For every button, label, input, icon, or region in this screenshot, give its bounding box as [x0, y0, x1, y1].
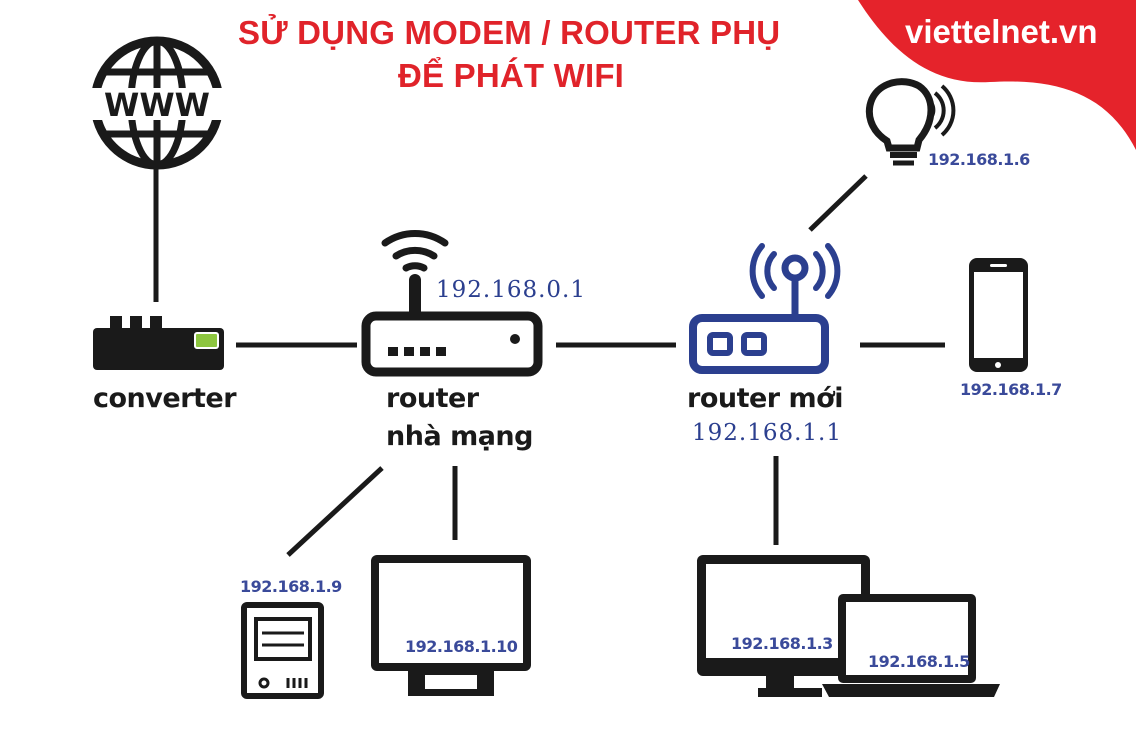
laptop-icon [822, 594, 1000, 697]
wireless-router-icon [689, 243, 841, 374]
pc-tower-ip: 192.168.1.9 [240, 577, 342, 596]
wifi-router-icon [361, 230, 543, 377]
connections [153, 168, 945, 557]
phone-ip: 192.168.1.7 [960, 380, 1062, 399]
pc-tower-icon [241, 602, 324, 699]
smart-bulb-icon [865, 78, 956, 166]
monitor-ip: 192.168.1.10 [405, 637, 518, 656]
diagram-title-line-1: SỬ DỤNG MODEM / ROUTER PHỤ [238, 14, 781, 51]
brand-name: viettelnet.vn [905, 13, 1098, 50]
converter-label: converter [93, 383, 237, 414]
isp-router-ip: 192.168.0.1 [436, 277, 586, 303]
converter-icon [93, 316, 224, 370]
diagram-title-line-2: ĐỂ PHÁT WIFI [398, 57, 625, 94]
bulb-ip: 192.168.1.6 [928, 150, 1030, 169]
brand-banner [858, 0, 1136, 150]
desktop-monitor-icon [697, 555, 870, 697]
monitor-icon [371, 555, 531, 696]
svg-text:WWW: WWW [104, 86, 210, 124]
laptop-ip: 192.168.1.5 [868, 652, 970, 671]
smartphone-icon [969, 258, 1028, 372]
new-router-ip: 192.168.1.1 [692, 420, 842, 446]
isp-router-label-line-1: router [386, 383, 479, 414]
isp-router-label-line-2: nhà mạng [386, 421, 533, 452]
new-router-label: router mới [687, 383, 843, 414]
desktop-ip: 192.168.1.3 [731, 634, 833, 653]
link-router-pctower [286, 466, 384, 557]
link-newrouter-bulb [808, 174, 868, 232]
globe-www-icon: WWW [86, 36, 228, 170]
